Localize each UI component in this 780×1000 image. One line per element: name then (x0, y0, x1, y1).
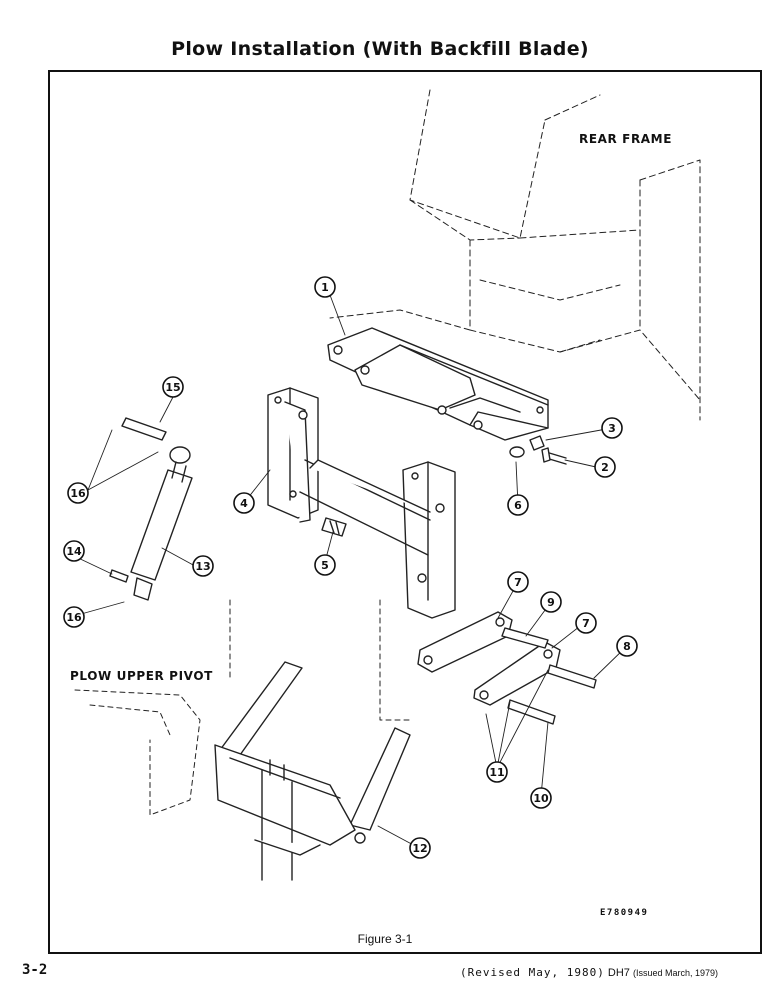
callout-2-label: 2 (601, 461, 609, 474)
revision-date: (Revised May, 1980) (460, 966, 605, 979)
callout-4-label: 4 (240, 497, 248, 510)
callout-9 (540, 591, 562, 613)
callout-12-label: 12 (412, 842, 427, 855)
hitch-frame-1 (327, 327, 549, 441)
callout-1 (314, 276, 336, 298)
callout-11-label: 11 (489, 766, 504, 779)
callout-13-label: 13 (195, 560, 210, 573)
callout-7b (575, 612, 597, 634)
plow-upper-pivot-phantom (74, 599, 411, 816)
callout-3 (601, 417, 623, 439)
callouts (63, 276, 638, 859)
callout-9-label: 9 (547, 596, 555, 609)
callout-14 (63, 540, 85, 562)
bolt-5 (321, 517, 347, 537)
callout-16b (63, 606, 85, 628)
callout-5 (314, 554, 336, 576)
callout-15-label: 15 (165, 381, 180, 394)
callout-3-label: 3 (608, 422, 616, 435)
diagram-frame (48, 70, 762, 954)
callout-10 (530, 787, 552, 809)
callout-10-label: 10 (533, 792, 549, 805)
link-bars-7 (417, 611, 597, 725)
bolt-and-nut (509, 435, 567, 465)
pins (109, 417, 167, 583)
rear-frame-label: REAR FRAME (579, 132, 673, 146)
callout-15 (162, 376, 184, 398)
callout-1-label: 1 (321, 281, 329, 294)
figure-caption: Figure 3-1 (357, 932, 413, 946)
callout-4 (233, 492, 255, 514)
rear-frame-phantom (329, 89, 701, 421)
drawing-code: E780949 (600, 908, 649, 918)
callout-14-label: 14 (66, 545, 82, 558)
revision-footer: (Revised May, 1980) DH7 (Issued March, 1… (460, 966, 718, 979)
callout-16a-label: 16 (70, 487, 86, 500)
callout-13 (192, 555, 214, 577)
plow-mount-12 (214, 661, 411, 881)
issued-date: (Issued March, 1979) (632, 968, 719, 978)
callout-2 (594, 456, 616, 478)
callout-11 (486, 761, 508, 783)
callout-5-label: 5 (321, 559, 329, 572)
callout-8-label: 8 (623, 640, 631, 653)
hydraulic-cylinder-13 (130, 446, 193, 601)
callout-7b-label: 7 (582, 617, 590, 630)
callout-7a-label: 7 (514, 576, 522, 589)
page-title: Plow Installation (With Backfill Blade) (171, 38, 589, 60)
callout-16a (67, 482, 89, 504)
callout-7a (507, 571, 529, 593)
model-code: DH7 (607, 967, 630, 979)
callout-6-label: 6 (514, 499, 522, 512)
mount-bracket-4 (267, 387, 456, 619)
callout-12 (409, 837, 431, 859)
callout-8 (616, 635, 638, 657)
callout-16b-label: 16 (66, 611, 82, 624)
callout-6 (507, 494, 529, 516)
page-number: 3-2 (22, 962, 48, 978)
plow-upper-pivot-label: PLOW UPPER PIVOT (70, 669, 213, 683)
